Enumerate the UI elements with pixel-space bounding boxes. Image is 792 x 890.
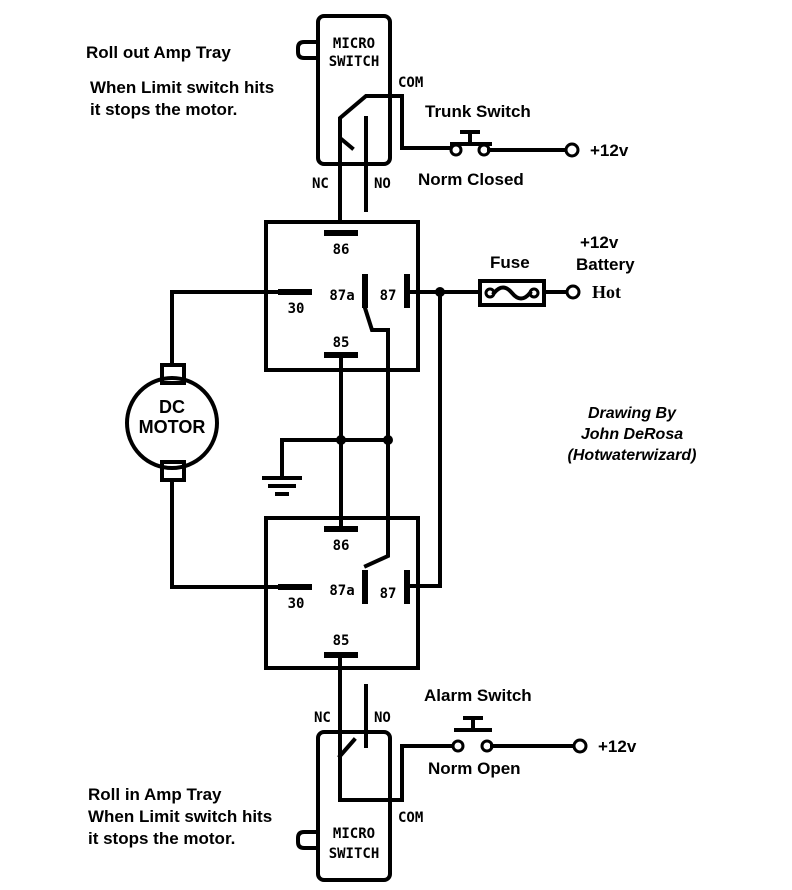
ground-bus — [262, 356, 393, 526]
top-switch-nc-label: NC — [312, 176, 329, 192]
motor-label-2: MOTOR — [139, 417, 206, 437]
top-switch-com-label: COM — [398, 75, 423, 91]
top-relay-pin-87a: 87a — [329, 288, 354, 304]
bottom-switch-desc-2: it stops the motor. — [88, 829, 235, 848]
top-relay-pin-87: 87 — [380, 288, 397, 304]
credit-line-2: John DeRosa — [581, 426, 683, 443]
junction-ground-85 — [336, 435, 346, 445]
wire-87-bus — [408, 290, 442, 588]
top-switch-desc-1: When Limit switch hits — [90, 78, 274, 97]
bottom-switch-no-label: NO — [374, 710, 391, 726]
bottom-micro-switch: MICRO SWITCH COM NC NO — [296, 710, 423, 882]
bottom-relay-pin-85: 85 — [333, 633, 350, 649]
top-relay-pin-85: 85 — [333, 335, 350, 351]
trunk-switch: Trunk Switch Norm Closed +12v — [418, 102, 629, 189]
motor-label-1: DC — [159, 397, 185, 417]
top-switch-com-blade — [338, 94, 450, 224]
bottom-switch-com-label: COM — [398, 810, 423, 826]
top-relay-pin-30: 30 — [288, 301, 305, 317]
top-switch-no-label: NO — [374, 176, 391, 192]
bottom-micro-switch-body — [316, 730, 392, 882]
bottom-micro-switch-tab — [296, 830, 320, 850]
alarm-supply-label: +12v — [598, 737, 637, 756]
alarm-switch-state: Norm Open — [428, 759, 521, 778]
trunk-switch-title: Trunk Switch — [425, 102, 531, 121]
wire-motor-bottom — [170, 478, 280, 589]
top-switch-title: Roll out Amp Tray — [86, 43, 231, 62]
bottom-relay-pin-86: 86 — [333, 538, 350, 554]
top-relay: 86 30 87a 87 85 — [264, 220, 420, 442]
bottom-switch-blades — [337, 656, 454, 802]
bottom-micro-switch-label-2: SWITCH — [329, 846, 380, 862]
trunk-supply-label: +12v — [590, 141, 629, 160]
top-micro-switch-tab — [296, 40, 320, 60]
top-micro-switch-label-1: MICRO — [333, 36, 375, 52]
wire-motor-top — [170, 290, 280, 367]
fuse-element — [491, 285, 533, 301]
trunk-switch-button — [450, 130, 492, 146]
top-relay-87a-link — [362, 305, 390, 442]
alarm-switch-title: Alarm Switch — [424, 686, 532, 705]
top-micro-switch-label-2: SWITCH — [329, 54, 380, 70]
hot-label: Hot — [592, 282, 621, 302]
top-micro-switch-body — [316, 14, 392, 166]
alarm-switch: Alarm Switch Norm Open +12v — [337, 656, 637, 802]
credit-line-3: (Hotwaterwizard) — [568, 447, 697, 464]
battery-terminal — [565, 284, 581, 300]
bottom-switch-desc-1: When Limit switch hits — [88, 807, 272, 826]
bottom-relay-pin-87: 87 — [380, 586, 397, 602]
fuse-label: Fuse — [490, 253, 530, 272]
bottom-relay-pin-30: 30 — [288, 596, 305, 612]
alarm-switch-button — [454, 716, 492, 732]
credit-line-1: Drawing By — [588, 405, 677, 422]
trunk-supply-terminal — [564, 142, 580, 158]
top-micro-switch: MICRO SWITCH COM NC NO — [296, 14, 450, 224]
bottom-switch-title: Roll in Amp Tray — [88, 785, 222, 804]
trunk-switch-state: Norm Closed — [418, 170, 524, 189]
dc-motor: DC MOTOR — [125, 290, 280, 589]
motor-body — [125, 376, 219, 470]
top-switch-desc-2: it stops the motor. — [90, 100, 237, 119]
battery-label: Battery — [576, 255, 635, 274]
fuse: Fuse +12v Battery Hot — [408, 233, 635, 307]
battery-supply-label: +12v — [580, 233, 619, 252]
bottom-relay-87a-link — [363, 438, 390, 569]
bottom-micro-switch-label-1: MICRO — [333, 826, 375, 842]
top-relay-pin-86: 86 — [333, 242, 350, 258]
bottom-relay-pin-87a: 87a — [329, 583, 354, 599]
bottom-switch-nc-label: NC — [314, 710, 331, 726]
alarm-supply-terminal — [572, 738, 588, 754]
